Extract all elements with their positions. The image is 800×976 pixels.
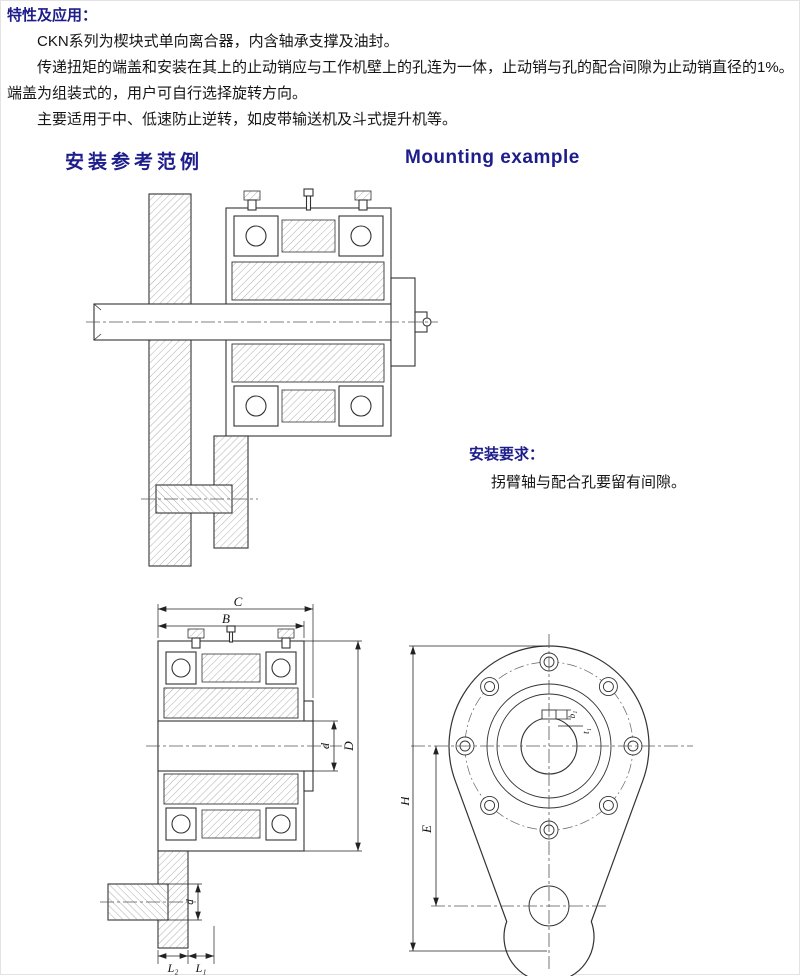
- dimension-C: C: [157, 596, 314, 698]
- centerlines: [86, 321, 438, 500]
- section-view-figure: C B d D d: [100, 596, 362, 975]
- bearing-ball-icon: [171, 658, 191, 678]
- dimension-d-pin: d: [168, 883, 202, 921]
- mounting-example-figure: [86, 188, 438, 567]
- mounting-bolts: [243, 188, 372, 211]
- intro-paragraph-2: 传递扭矩的端盖和安装在其上的止动销应与工作机壁上的孔连为一体，止动销与孔的配合间…: [7, 59, 794, 102]
- dim-label-d-pin: d: [184, 899, 196, 905]
- dim-label-L1: L₁: [195, 961, 207, 975]
- dimension-L2-L1: L₂ L₁: [157, 926, 215, 975]
- bolt-icon: [187, 628, 205, 639]
- bolt-hole-icon: [602, 681, 614, 693]
- install-requirements: 安装要求： 拐臂轴与配合孔要留有间隙。: [469, 443, 686, 495]
- bolt-hole-icon: [484, 799, 496, 811]
- bolt-icon: [354, 190, 372, 201]
- front-view-figure: H E b₁ t₁: [401, 634, 693, 976]
- dimension-B: B: [158, 611, 305, 638]
- intro-section: 特性及应用： CKN系列为楔块式单向离合器，内含轴承支撑及油封。 传递扭矩的端盖…: [7, 3, 797, 133]
- dimension-H: H: [401, 645, 547, 952]
- dim-label-t1: t₁: [581, 728, 591, 734]
- dimension-d-bore: d: [313, 720, 338, 772]
- bearing-ball-icon: [245, 395, 267, 417]
- dim-label-E: E: [419, 825, 434, 834]
- bolt-holes: [455, 652, 643, 840]
- bearing-ball-icon: [245, 225, 267, 247]
- dim-label-b1: b₁: [567, 711, 577, 719]
- section-title-en: Mounting example: [405, 147, 580, 168]
- bearing-ball-icon: [350, 225, 372, 247]
- install-requirements-text: 拐臂轴与配合孔要留有间隙。: [491, 474, 687, 491]
- bolt-icon: [277, 628, 295, 639]
- dim-label-H: H: [401, 796, 412, 807]
- grease-fitting-icon: [226, 625, 236, 633]
- bearing-ball-icon: [350, 395, 372, 417]
- dim-label-d-bore: d: [318, 742, 332, 749]
- bolt-hole-icon: [484, 681, 496, 693]
- grease-fitting-icon: [303, 188, 314, 197]
- bearing-ball-icon: [271, 658, 291, 678]
- section-title-zh: 安装参考范例: [65, 152, 204, 173]
- intro-paragraph-1: CKN系列为楔块式单向离合器，内含轴承支撑及油封。: [37, 33, 399, 50]
- dim-label-D: D: [341, 741, 356, 752]
- centerlines: [100, 745, 342, 903]
- centerlines: [411, 634, 693, 969]
- dim-label-L2: L₂: [167, 961, 179, 975]
- bearing-ball-icon: [271, 814, 291, 834]
- install-requirements-heading: 安装要求：: [469, 446, 545, 463]
- bolt-hole-icon: [602, 799, 614, 811]
- mounting-bolts: [187, 625, 295, 649]
- bolt-icon: [243, 190, 261, 201]
- intro-paragraph-3: 主要适用于中、低速防止逆转，如皮带输送机及斗式提升机等。: [37, 111, 458, 128]
- dim-label-C: C: [234, 596, 243, 609]
- intro-heading: 特性及应用：: [7, 7, 98, 24]
- dimension-keyway: b₁ t₁: [556, 709, 591, 734]
- dimension-E: E: [419, 746, 439, 906]
- dim-label-B: B: [222, 611, 230, 626]
- bearing-ball-icon: [171, 814, 191, 834]
- dimension-D: D: [304, 640, 362, 852]
- flange-outline: [448, 645, 650, 976]
